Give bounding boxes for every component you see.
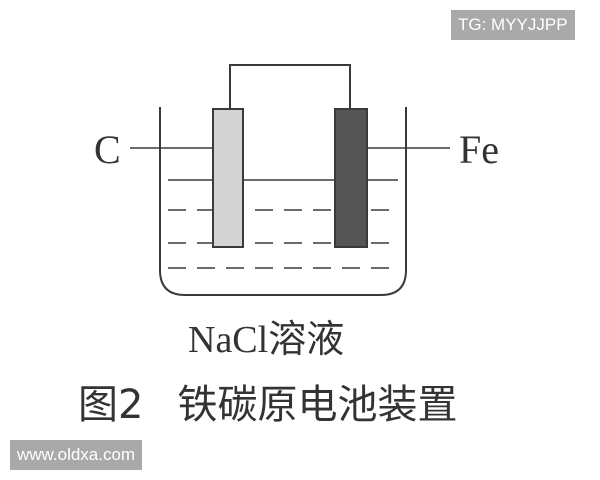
figure-title: 铁碳原电池装置 xyxy=(177,382,458,428)
watermark-bottom-left: www.oldxa.com xyxy=(10,440,143,470)
beaker xyxy=(159,107,407,296)
figure-caption: 图2 铁碳原电池装置 xyxy=(78,372,457,430)
figure-number: 图2 xyxy=(78,382,144,428)
iron-electrode xyxy=(334,108,368,248)
solution-label: NaCl溶液 xyxy=(188,319,345,361)
watermark-top-right: TG: MYYJJPP xyxy=(451,10,575,40)
iron-label: Fe xyxy=(459,127,499,172)
carbon-label: C xyxy=(94,127,121,172)
carbon-electrode xyxy=(212,108,244,248)
connecting-wire xyxy=(229,64,351,109)
